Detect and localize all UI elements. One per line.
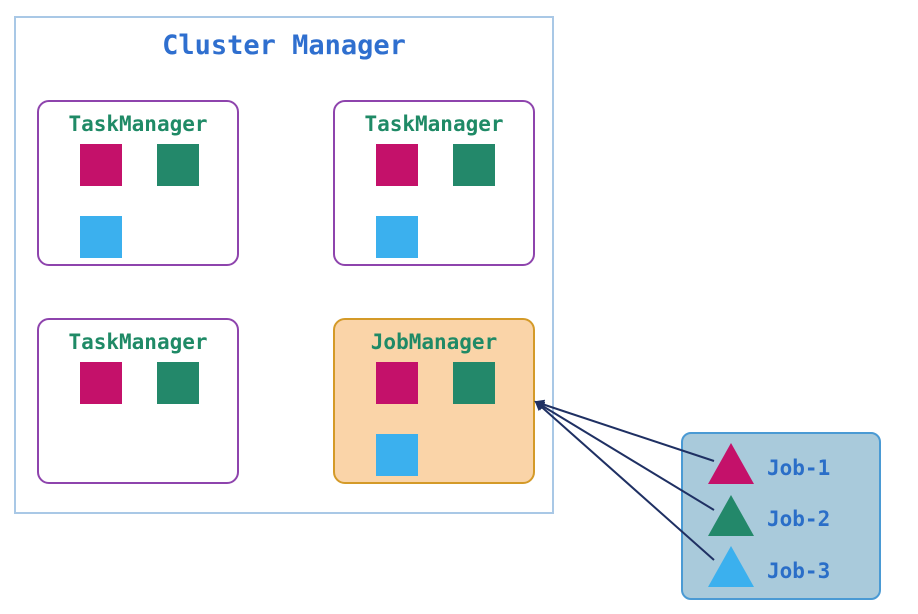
task-slot-blue (376, 216, 418, 258)
node-title: TaskManager (68, 330, 208, 354)
taskmanager-node-1: TaskManager (37, 100, 239, 266)
task-slot-magenta (376, 144, 418, 186)
task-slot-magenta (376, 362, 418, 404)
cluster-manager-title: Cluster Manager (162, 30, 406, 61)
task-slot-magenta (80, 362, 122, 404)
task-slot-blue (80, 216, 122, 258)
task-slot-green (453, 144, 495, 186)
job-label-2: Job-2 (767, 507, 831, 531)
task-slot-magenta (80, 144, 122, 186)
cluster-manager-box: Cluster Manager TaskManager TaskManager … (14, 16, 554, 514)
jobmanager-node: JobManager (333, 318, 535, 484)
task-slot-green (453, 362, 495, 404)
node-title: TaskManager (364, 112, 504, 136)
job-label-3: Job-3 (767, 559, 831, 583)
task-slot-green (157, 144, 199, 186)
node-title: TaskManager (68, 112, 208, 136)
taskmanager-node-2: TaskManager (333, 100, 535, 266)
jobs-panel: Job-1 Job-2 Job-3 (681, 432, 881, 600)
job-label-1: Job-1 (767, 456, 831, 480)
task-slot-blue (376, 434, 418, 476)
task-slot-green (157, 362, 199, 404)
node-title: JobManager (370, 330, 498, 354)
taskmanager-node-3: TaskManager (37, 318, 239, 484)
